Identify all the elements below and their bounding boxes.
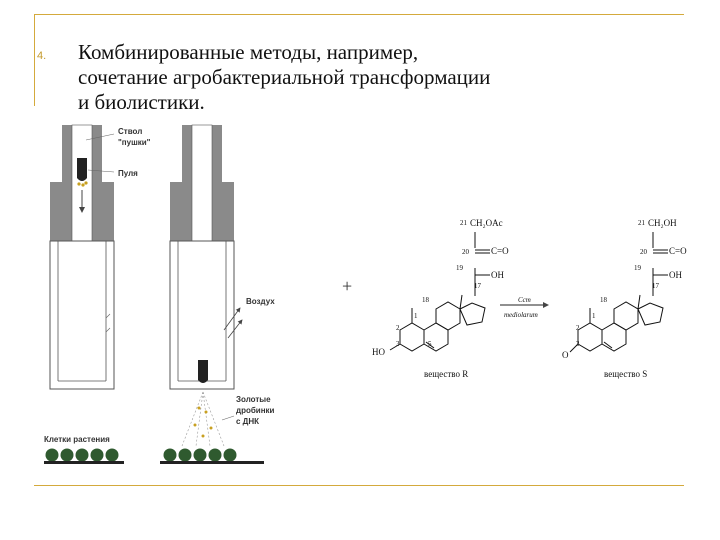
label-barrel: Ствол bbox=[118, 127, 142, 136]
svg-text:2: 2 bbox=[576, 324, 580, 332]
plant-cells-left bbox=[44, 448, 124, 464]
text-line-2: сочетание агробактериальной трансформаци… bbox=[78, 65, 491, 89]
text-line-3: и биолистики. bbox=[78, 90, 205, 114]
label-air: Воздух bbox=[246, 297, 275, 306]
svg-text:17: 17 bbox=[652, 282, 660, 290]
steroid-substrate bbox=[389, 232, 490, 352]
svg-text:OH: OH bbox=[669, 270, 682, 280]
svg-text:5: 5 bbox=[428, 340, 432, 348]
svg-text:Ccm: Ccm bbox=[518, 296, 531, 304]
reaction-arrow: Ccm mediolarum bbox=[500, 296, 549, 319]
svg-text:21: 21 bbox=[638, 219, 646, 227]
substance-r-label: вещество R bbox=[424, 369, 468, 379]
bullet-icon-2 bbox=[198, 360, 208, 383]
svg-text:mediolarum: mediolarum bbox=[504, 311, 538, 319]
text-line-1: Комбинированные методы, например, bbox=[78, 40, 419, 64]
gene-gun-left bbox=[49, 124, 115, 390]
svg-text:3: 3 bbox=[576, 340, 580, 348]
svg-text:C=O: C=O bbox=[669, 246, 687, 256]
substance-s-label: вещество S bbox=[604, 369, 647, 379]
svg-text:HO: HO bbox=[372, 347, 385, 357]
gene-gun-right bbox=[169, 124, 243, 447]
svg-text:19: 19 bbox=[634, 264, 642, 272]
label-gold-3: с ДНК bbox=[236, 417, 259, 426]
svg-text:20: 20 bbox=[640, 248, 648, 256]
svg-text:1: 1 bbox=[414, 312, 418, 320]
label-bullet: Пуля bbox=[118, 169, 138, 178]
svg-text:18: 18 bbox=[422, 296, 430, 304]
top-rule bbox=[34, 14, 684, 15]
label-cells: Клетки растения bbox=[44, 435, 110, 444]
svg-text:2: 2 bbox=[396, 324, 400, 332]
plus-sign: + bbox=[342, 276, 352, 296]
svg-text:18: 18 bbox=[600, 296, 608, 304]
list-item-number: 4. bbox=[37, 50, 47, 62]
bottom-rule bbox=[34, 485, 684, 486]
svg-text:3: 3 bbox=[396, 340, 400, 348]
svg-text:20: 20 bbox=[462, 248, 470, 256]
label-gold-2: дробинки bbox=[236, 406, 275, 415]
left-rule bbox=[34, 14, 35, 106]
svg-text:CH₂OAc: CH₂OAc bbox=[470, 218, 503, 228]
svg-text:21: 21 bbox=[460, 219, 468, 227]
svg-text:CH₂OH: CH₂OH bbox=[648, 218, 677, 228]
steroid-product-labels: 21 CH₂OH 20 C=O OH 19 17 18 2 1 3 O веще… bbox=[562, 218, 687, 379]
svg-text:O: O bbox=[562, 350, 569, 360]
svg-text:C=O: C=O bbox=[491, 246, 509, 256]
label-gold-1: Золотые bbox=[236, 395, 271, 404]
steroid-product bbox=[569, 232, 668, 353]
svg-text:1: 1 bbox=[592, 312, 596, 320]
steroid-substrate-labels: 21 CH₂OAc 20 C=O OH 19 17 18 2 3 1 5 HO … bbox=[372, 218, 509, 379]
svg-text:OH: OH bbox=[491, 270, 504, 280]
label-barrel-2: "пушки" bbox=[118, 138, 151, 147]
list-item-text: Комбинированные методы, например, сочета… bbox=[78, 40, 598, 115]
plant-cells-right bbox=[160, 448, 264, 464]
svg-text:19: 19 bbox=[456, 264, 464, 272]
svg-text:17: 17 bbox=[474, 282, 482, 290]
bullet-icon bbox=[77, 158, 87, 181]
